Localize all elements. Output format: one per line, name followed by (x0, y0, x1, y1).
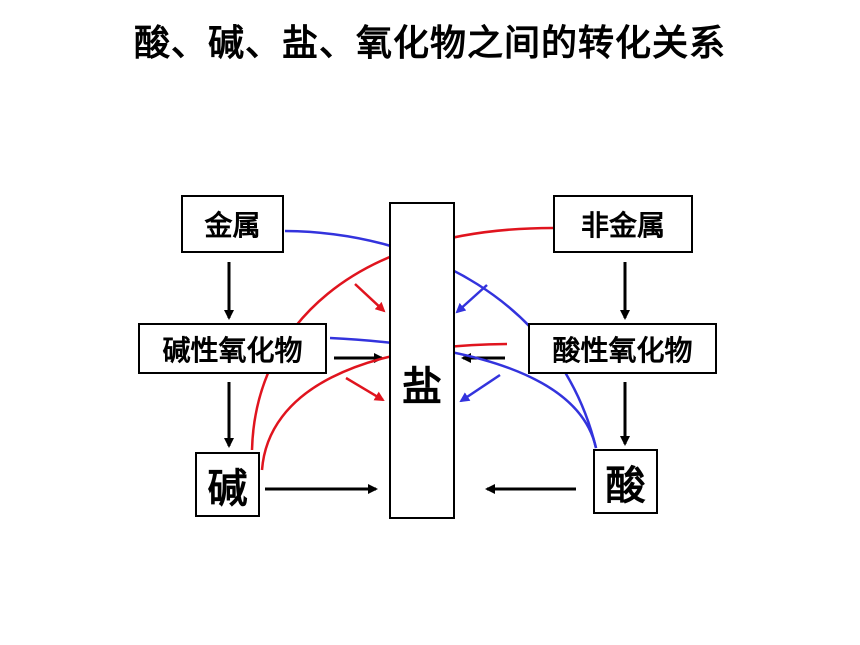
arrow-red-lower-to-salt (345, 376, 385, 402)
node-metal: 金属 (181, 195, 284, 253)
node-acid-oxide: 酸性氧化物 (528, 323, 717, 374)
page-title: 酸、碱、盐、氧化物之间的转化关系 (133, 23, 726, 64)
node-basic-oxide: 碱性氧化物 (138, 323, 327, 374)
arrow-blue-upper-to-salt (455, 284, 488, 314)
node-acid: 酸 (593, 449, 658, 514)
node-nonmetal: 非金属 (553, 195, 693, 253)
arrow-red-upper-to-salt (354, 283, 386, 313)
node-base: 碱 (195, 452, 260, 517)
node-salt: 盐 (389, 202, 455, 519)
arrow-blue-lower-to-salt (459, 373, 501, 403)
